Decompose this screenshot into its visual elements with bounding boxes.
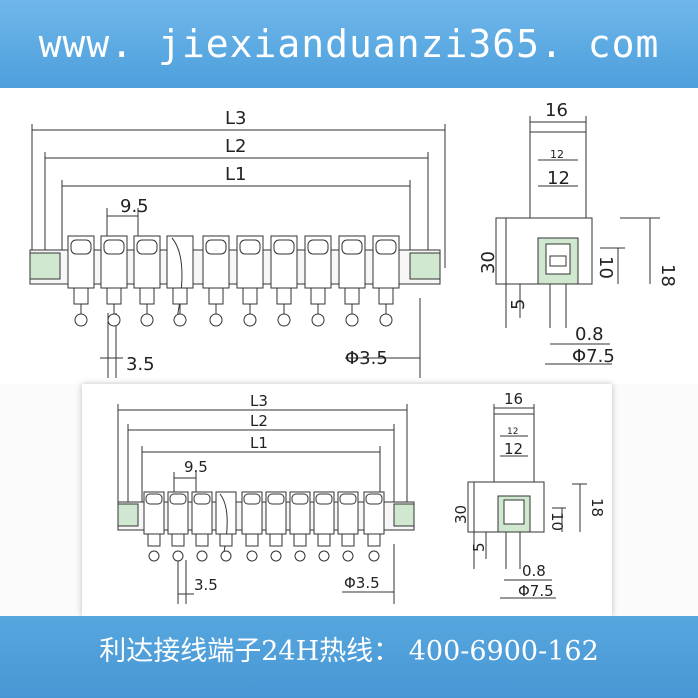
label-L1: L1 (225, 164, 246, 185)
label-pin-spacing: Φ7.5 (572, 346, 615, 367)
terminal-block-drawing-small: L3 L2 L1 9.5 3.5 Φ3.5 16 12 12 30 18 10 … (82, 384, 612, 616)
label-height-18-small: 18 (588, 498, 606, 517)
label-width-inner-small: 12 (550, 148, 564, 161)
terminal-positions-small (143, 491, 385, 562)
label-width-inner-small-small: 12 (507, 427, 518, 437)
label-pin-thickness-small: 0.8 (522, 562, 546, 580)
label-L1-small: L1 (250, 434, 268, 452)
label-pitch-small: 9.5 (184, 458, 208, 476)
label-width-inner: 12 (547, 168, 570, 189)
label-L3: L3 (225, 108, 246, 129)
label-pin-length-small: 5 (470, 542, 488, 552)
label-pin-offset: 3.5 (126, 354, 155, 375)
label-height-10-small: 10 (548, 512, 566, 531)
label-height-total: 30 (478, 251, 499, 274)
label-width-outer: 16 (545, 100, 568, 121)
label-pin-length: 5 (508, 299, 529, 310)
front-view (29, 124, 446, 378)
label-pin-thickness: 0.8 (575, 324, 604, 345)
label-width-outer-small: 16 (504, 390, 523, 408)
label-pitch: 9.5 (120, 196, 149, 217)
label-L2: L2 (225, 136, 246, 157)
website-url-banner: www. jiexianduanzi365. com (0, 0, 698, 88)
side-view-small (467, 404, 587, 599)
side-view (495, 116, 660, 365)
label-height-18: 18 (657, 264, 678, 287)
technical-drawing-small-svg: L3 L2 L1 9.5 3.5 Φ3.5 16 12 12 30 18 10 … (117, 390, 606, 604)
terminal-positions (67, 235, 400, 327)
label-width-inner-small-view: 12 (504, 440, 523, 458)
label-L3-small: L3 (250, 392, 268, 410)
label-pin-offset-small: 3.5 (194, 576, 218, 594)
terminal-block-drawing-large: L3 L2 L1 9.5 3.5 Φ3.5 16 12 12 30 18 10 … (0, 88, 698, 384)
label-pin-spacing-small: Φ7.5 (518, 582, 554, 600)
label-height-10: 10 (595, 256, 616, 279)
label-height-total-small: 30 (452, 505, 470, 524)
label-pin-diameter-small: Φ3.5 (344, 574, 380, 592)
technical-drawing-large-svg: L3 L2 L1 9.5 3.5 Φ3.5 16 12 12 30 18 10 … (29, 100, 678, 378)
label-pin-diameter: Φ3.5 (345, 348, 388, 369)
hotline-banner: 利达接线端子24H热线： 400-6900-162 (0, 616, 698, 698)
label-L2-small: L2 (250, 412, 268, 430)
